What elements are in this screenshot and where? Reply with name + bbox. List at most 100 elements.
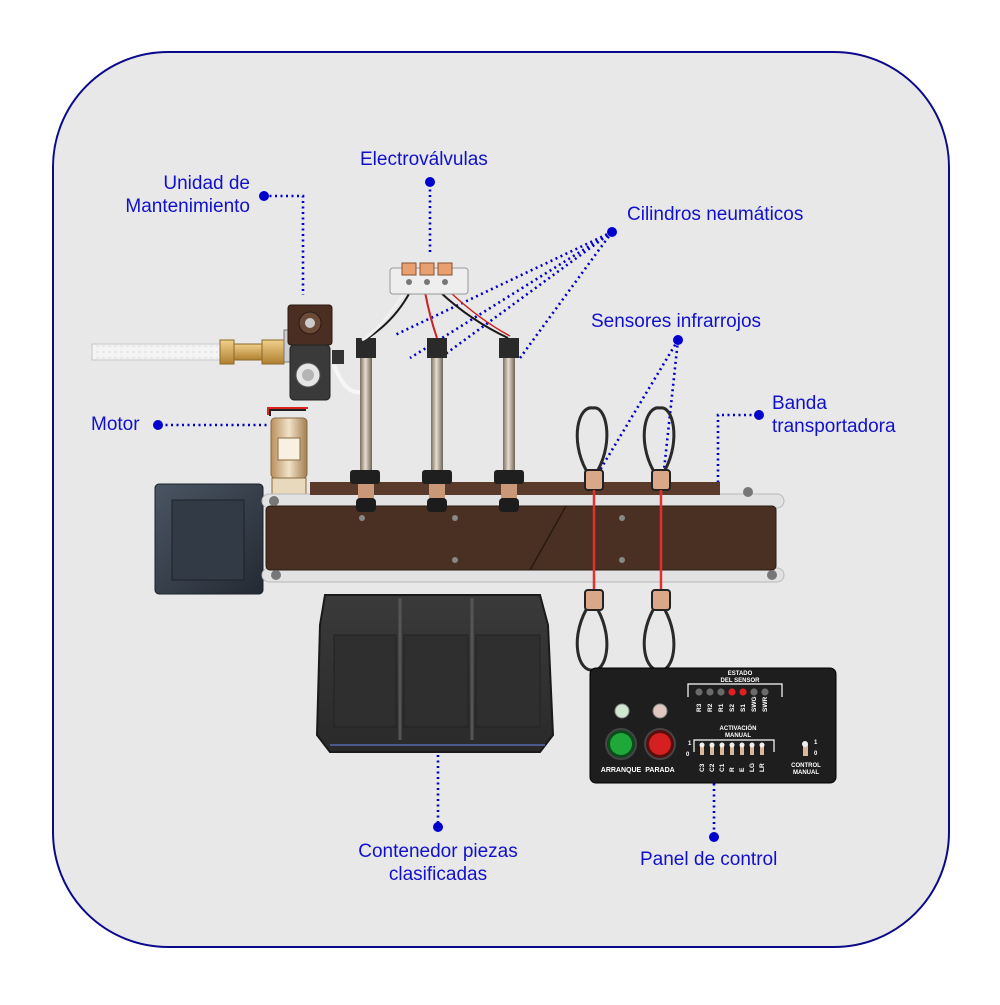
sensor-led-label: R2 [707, 703, 714, 712]
sensor-led-label: R1 [718, 703, 725, 712]
sensor-leds: R3 R2 R1 S2 S1 SWG SWR [695, 688, 769, 712]
label-conveyor-belt-line-2: transportadora [772, 416, 896, 437]
manual-switch-label: LR [759, 763, 766, 772]
sensor-led-label: R3 [696, 703, 703, 712]
manual-switch-lr[interactable] [760, 745, 764, 755]
dot-cylinders [607, 227, 617, 237]
manual-switch-e[interactable] [740, 745, 744, 755]
leader-cylinder-2 [409, 230, 613, 360]
dot-valves [425, 177, 435, 187]
manual-control-one: 1 [814, 740, 818, 746]
start-indicator-light [614, 703, 630, 719]
label-conveyor-belt: Banda transportadora [772, 392, 896, 438]
air-hose [91, 339, 285, 365]
manual-switch-label: C1 [719, 763, 726, 772]
label-solenoid-valves: Electroválvulas [360, 149, 488, 170]
manual-title-1: ACTIVACIÓN [720, 724, 757, 732]
sensor-1 [575, 406, 609, 672]
stop-indicator-light [652, 703, 668, 719]
manual-zero-label: 0 [686, 752, 690, 758]
motor [267, 407, 308, 497]
cylinder-1 [350, 338, 380, 512]
manual-switch-c2[interactable] [710, 745, 714, 755]
maintenance-unit [283, 304, 363, 401]
label-maintenance-unit: Unidad de Mantenimiento [125, 172, 250, 218]
label-sorted-parts-container: Contenedor piezas clasificadas [338, 840, 538, 886]
conveyor-belt [261, 482, 785, 583]
sensor-led-swr [761, 688, 769, 696]
manual-title-2: MANUAL [725, 733, 751, 739]
leader-maintenance [264, 194, 305, 295]
sensor-led-r2 [706, 688, 714, 696]
leader-cylinder-1 [394, 230, 613, 337]
sensor-led-s2 [728, 688, 736, 696]
label-sorted-parts-container-line-1: Contenedor piezas [358, 841, 518, 862]
dot-panel [709, 832, 719, 842]
manual-switch-knob[interactable] [739, 742, 745, 748]
manual-switch-knob[interactable] [749, 742, 755, 748]
label-maintenance-unit-line-2: Mantenimiento [125, 196, 250, 217]
sensor-status-title-2: DEL SENSOR [721, 678, 761, 684]
manual-switch-c3[interactable] [700, 745, 704, 755]
label-infrared-sensors: Sensores infrarrojos [591, 311, 762, 332]
sensor-led-label: S2 [729, 704, 736, 712]
label-conveyor-belt-line-1: Banda [772, 393, 827, 414]
manual-control-label-1: CONTROL [791, 763, 821, 769]
input-box [154, 483, 264, 595]
manual-switch-c1[interactable] [720, 745, 724, 755]
cylinder-3 [494, 338, 524, 512]
dot-container [433, 822, 443, 832]
label-control-panel: Panel de control [640, 849, 778, 870]
leader-dots [153, 177, 764, 842]
dot-sensors [673, 335, 683, 345]
leader-lines [160, 184, 757, 835]
manual-switch-knob[interactable] [709, 742, 715, 748]
sensor-led-label: S1 [740, 704, 747, 712]
manual-switch-label: E [739, 767, 746, 772]
manual-switch-knob[interactable] [719, 742, 725, 748]
manual-switch-label: C2 [709, 763, 716, 772]
sensor-led-r3 [695, 688, 703, 696]
leader-cylinder-4 [518, 231, 614, 359]
manual-switch-label: LG [749, 763, 756, 772]
solenoid-valves [361, 262, 511, 342]
sensor-led-label: SWG [751, 696, 758, 712]
manual-switch-r[interactable] [730, 745, 734, 755]
manual-one-label: 1 [688, 741, 692, 747]
stop-button-label: PARADA [645, 767, 674, 774]
sensor-2 [642, 406, 676, 672]
dot-motor [153, 420, 163, 430]
sensor-led-r1 [717, 688, 725, 696]
leader-cylinder-3 [439, 230, 613, 360]
label-sorted-parts-container-line-2: clasificadas [388, 864, 488, 885]
sensor-status-title-1: ESTADO [728, 671, 753, 677]
dot-belt [754, 410, 764, 420]
manual-switch-knob[interactable] [729, 742, 735, 748]
sorted-parts-container [315, 594, 555, 753]
manual-control-toggle[interactable]: 1 0 CONTROL MANUAL [791, 740, 821, 776]
label-motor: Motor [91, 414, 140, 435]
manual-switch-knob[interactable] [699, 742, 705, 748]
control-panel: ESTADO DEL SENSOR R3 R2 R1 S2 S1 SWG SWR ACTIV… [589, 667, 837, 784]
label-pneumatic-cylinders: Cilindros neumáticos [627, 204, 804, 225]
manual-switch-label: C3 [699, 763, 706, 772]
start-button-label: ARRANQUE [601, 767, 642, 774]
manual-control-zero: 0 [814, 751, 818, 757]
sensor-led-swg [750, 688, 758, 696]
start-button[interactable]: ARRANQUE [601, 728, 642, 774]
manual-switch-lg[interactable] [750, 745, 754, 755]
sensor-status-group: ESTADO DEL SENSOR R3 R2 R1 S2 S1 SWG SWR [687, 671, 783, 712]
infrared-sensors [575, 406, 676, 672]
sensor-led-s1 [739, 688, 747, 696]
cylinder-2 [422, 338, 452, 512]
label-maintenance-unit-line-1: Unidad de [163, 173, 250, 194]
stop-button[interactable]: PARADA [644, 728, 676, 774]
sensor-led-label: SWR [762, 697, 769, 712]
pneumatic-cylinders [350, 338, 524, 512]
manual-switch-knob[interactable] [759, 742, 765, 748]
manual-control-label-2: MANUAL [793, 770, 819, 776]
